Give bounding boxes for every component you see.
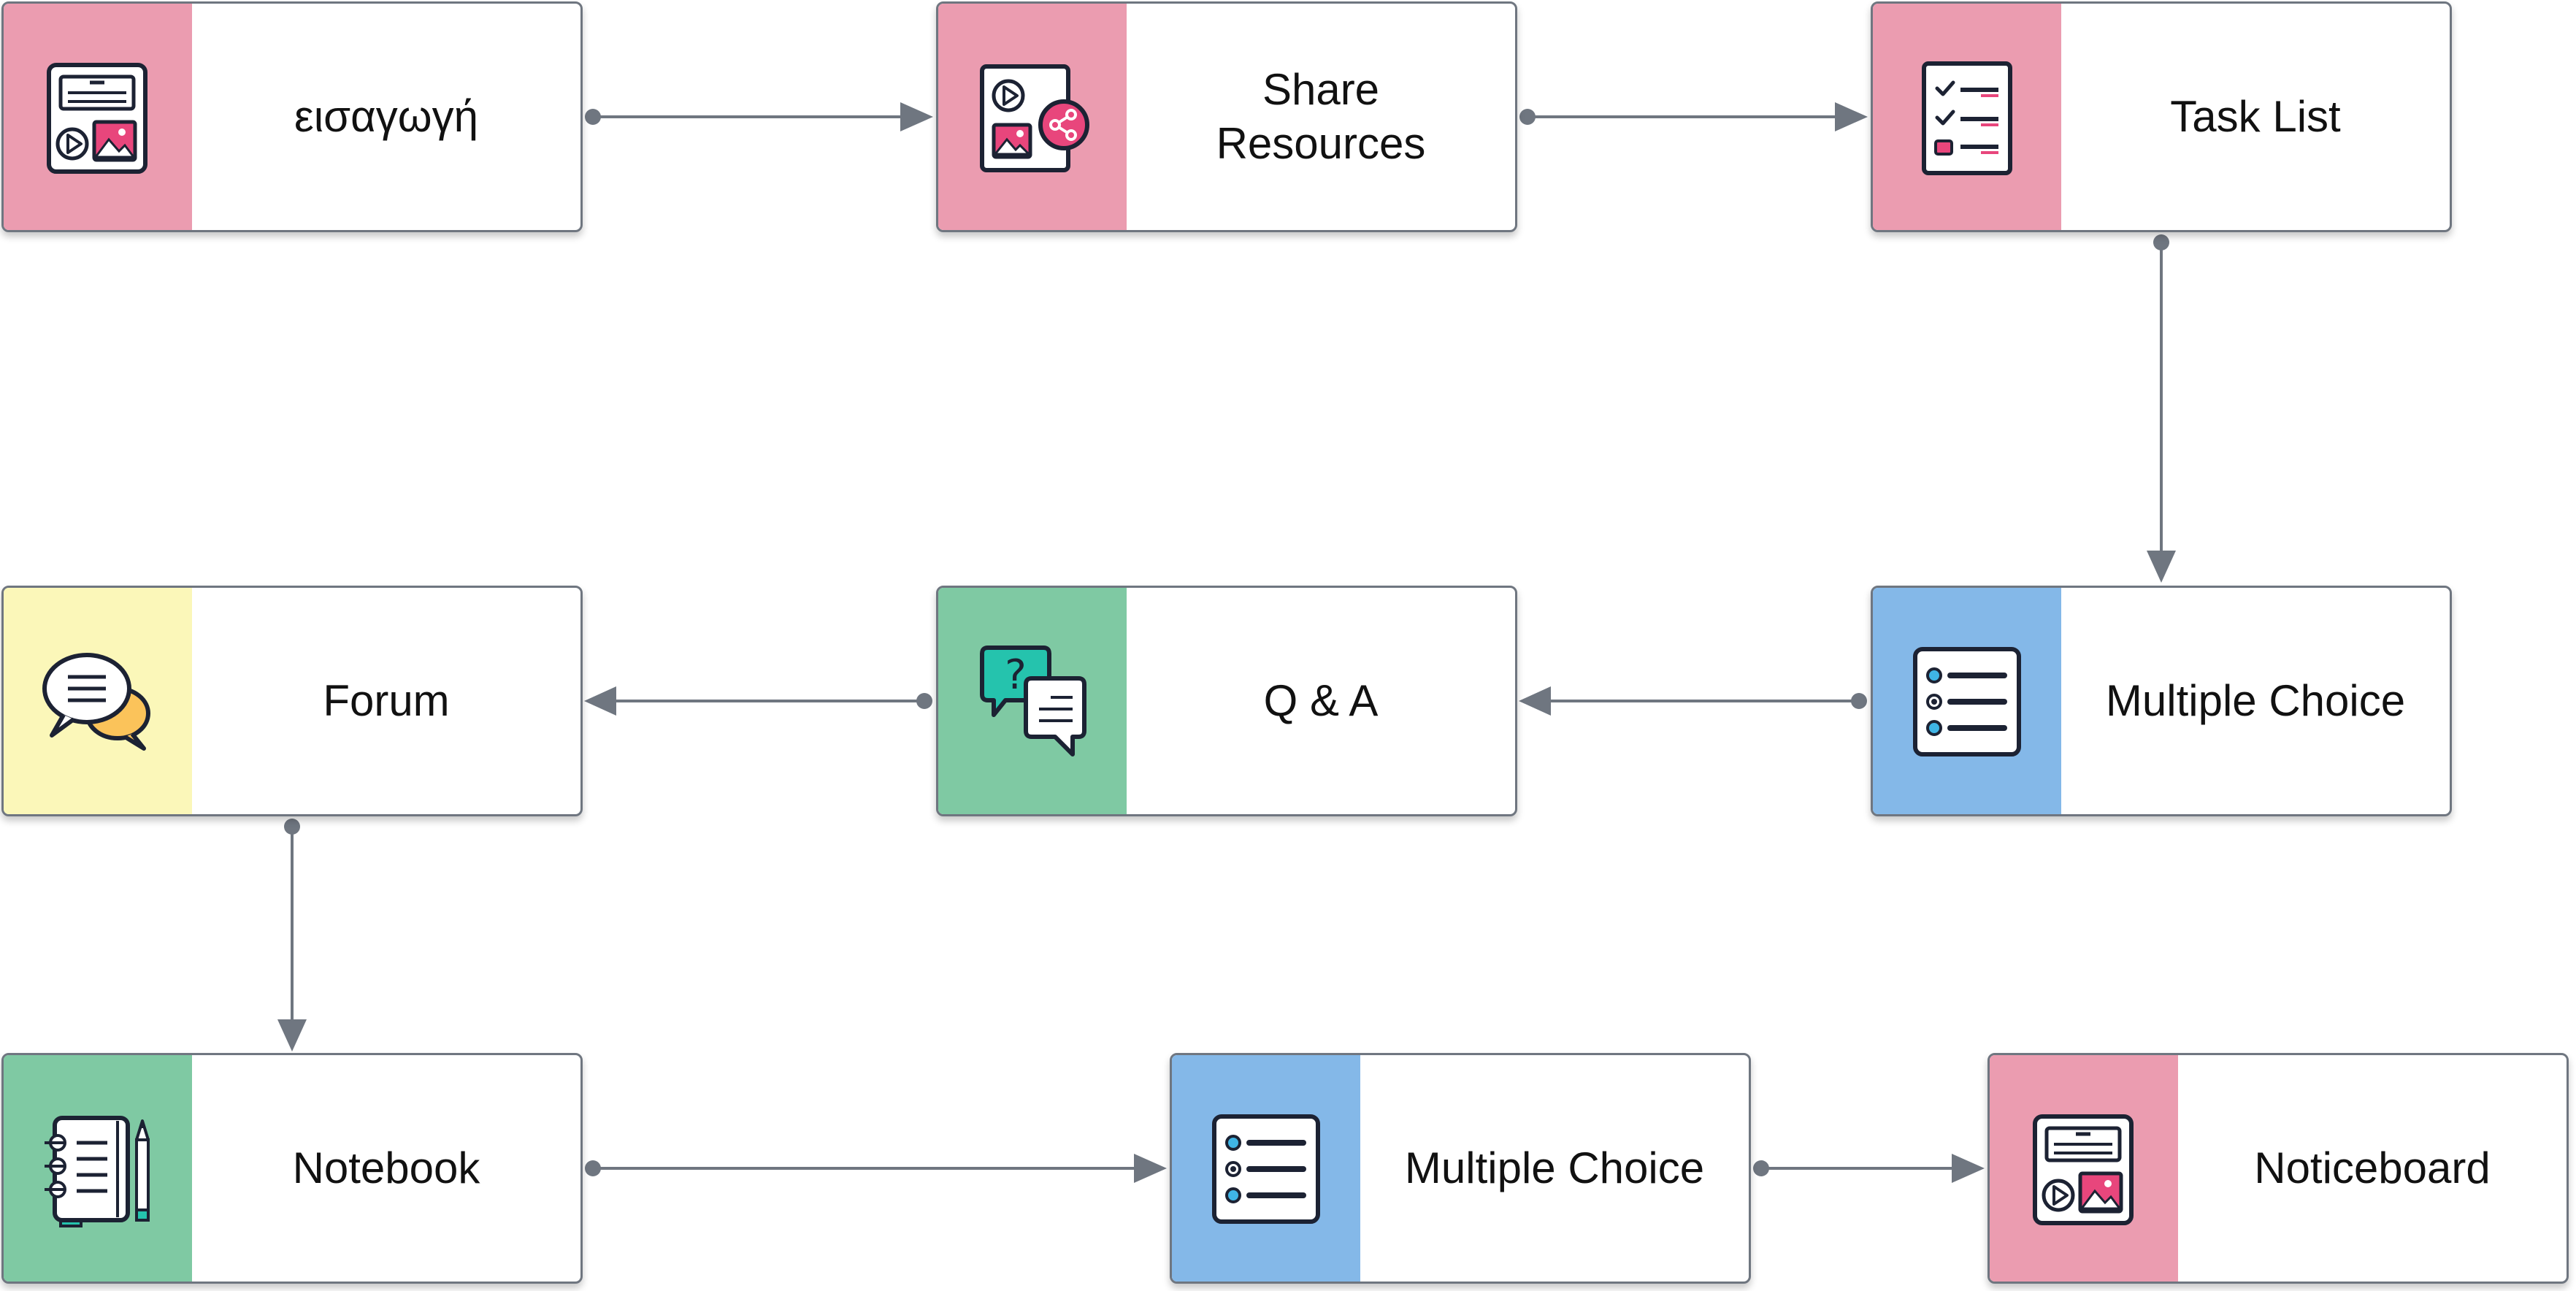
forum-chat-icon <box>42 653 150 751</box>
edge-n3-n4 <box>2147 234 2176 583</box>
task-list-icon <box>1922 61 2012 175</box>
node-task-list[interactable]: Task List <box>1871 1 2452 232</box>
node-label: εισαγωγή <box>294 92 478 141</box>
node-label: Task List <box>2170 92 2341 141</box>
node-label: Noticeboard <box>2254 1143 2491 1192</box>
edge-n8-n9 <box>1753 1154 1985 1183</box>
share-resources-icon <box>980 64 1089 172</box>
node-share-resources[interactable]: Share Resources <box>936 1 1517 232</box>
node-multiple-choice-2[interactable]: Multiple Choice <box>1170 1053 1751 1284</box>
node-eisagogi[interactable]: εισαγωγή <box>1 1 583 232</box>
svg-text:?: ? <box>1005 651 1027 699</box>
edge-n4-n5 <box>1519 686 1867 716</box>
node-label: Multiple Choice <box>2105 676 2406 725</box>
node-label: Forum <box>323 676 450 725</box>
multiple-choice-icon <box>1913 647 2021 756</box>
node-multiple-choice[interactable]: Multiple Choice <box>1871 586 2452 816</box>
node-label: Notebook <box>292 1143 480 1192</box>
edge-n5-n6 <box>584 686 932 716</box>
node-label: Multiple Choice <box>1404 1143 1705 1192</box>
edge-n7-n8 <box>585 1154 1167 1183</box>
node-noticeboard[interactable]: Noticeboard <box>1987 1053 2569 1284</box>
edge-n2-n3 <box>1519 102 1868 131</box>
node-q-and-a[interactable]: ? Q & A <box>936 586 1517 816</box>
node-label: Q & A <box>1263 676 1379 725</box>
node-label: Share Resources <box>1216 65 1426 168</box>
edge-n6-n7 <box>277 819 307 1051</box>
media-page-icon <box>2033 1114 2134 1225</box>
question-answer-icon: ? <box>980 646 1086 756</box>
notebook-icon <box>45 1116 150 1227</box>
node-notebook[interactable]: Notebook <box>1 1053 583 1284</box>
node-forum[interactable]: Forum <box>1 586 583 816</box>
edge-n1-n2 <box>585 102 933 131</box>
multiple-choice-icon <box>1212 1114 1320 1224</box>
media-page-icon <box>47 63 147 174</box>
